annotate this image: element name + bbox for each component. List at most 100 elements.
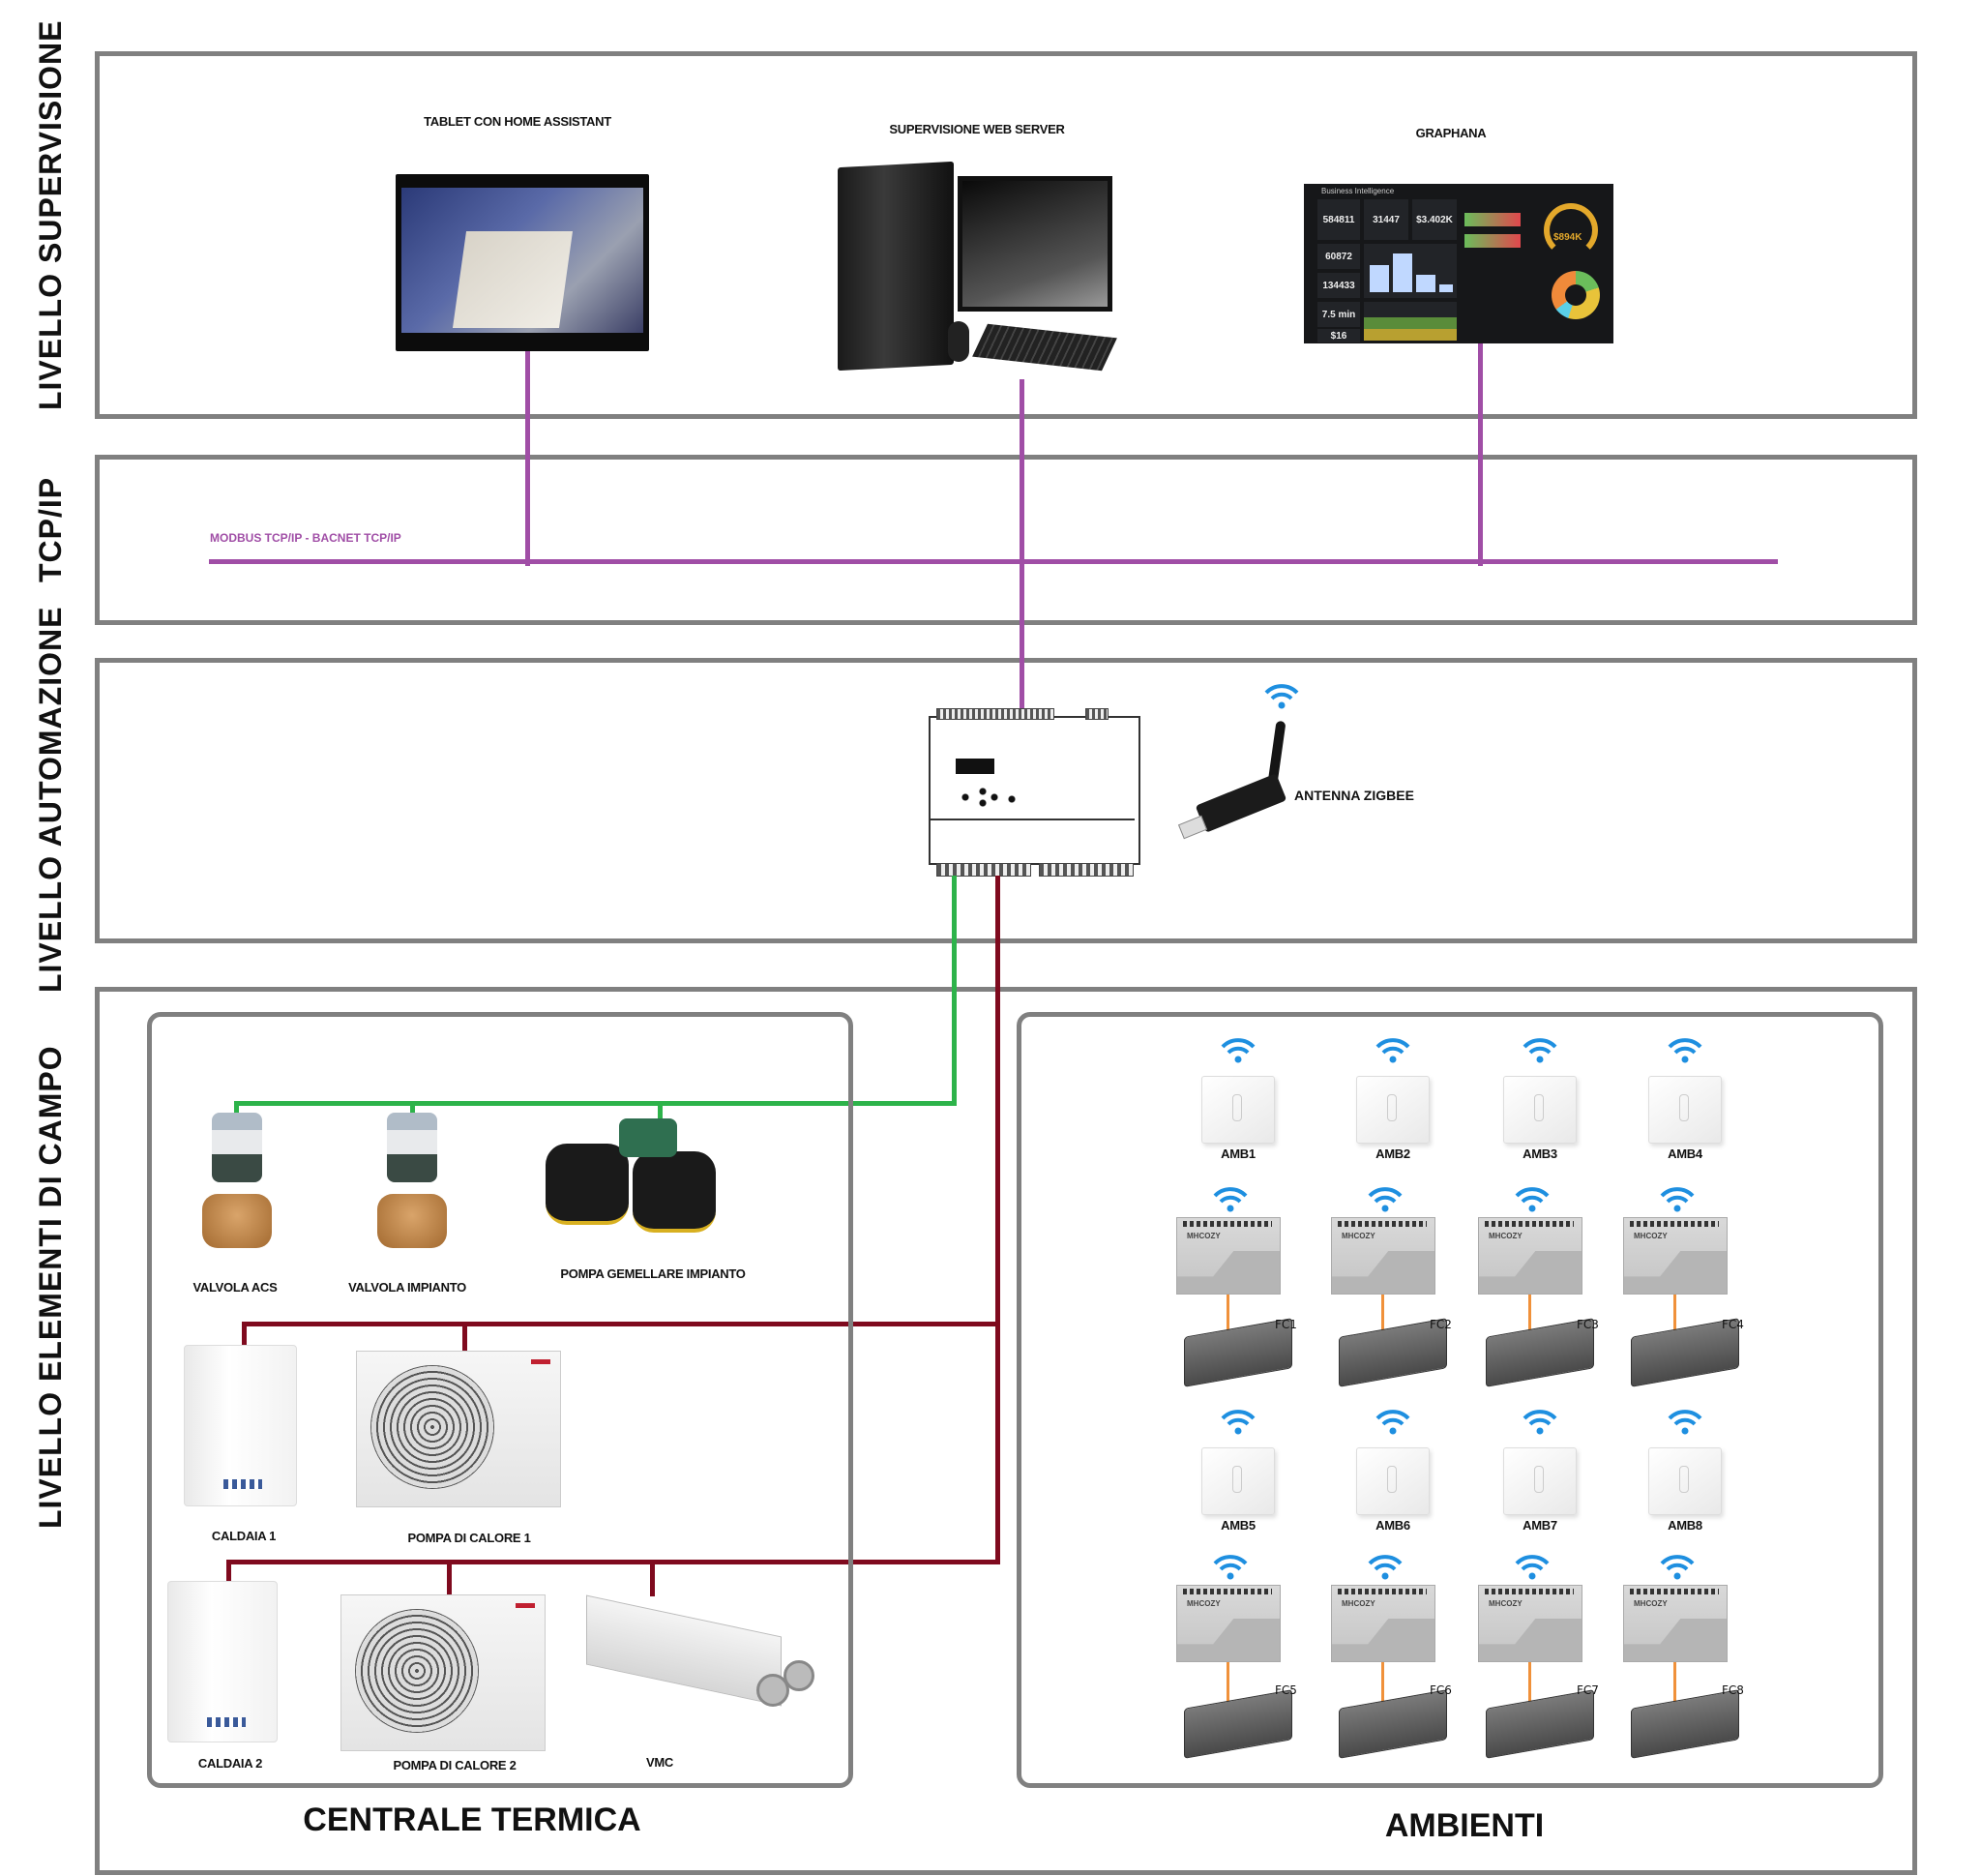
- valve-body: [202, 1194, 272, 1248]
- boiler-1[interactable]: [184, 1345, 297, 1506]
- relay-brand: MHCOZY: [1634, 1232, 1668, 1240]
- relay-terminals: [1630, 1221, 1719, 1227]
- room-sensor-label: AMB7: [1523, 1518, 1557, 1533]
- plc-controller[interactable]: [929, 708, 1140, 877]
- zigbee-antenna[interactable]: [1177, 720, 1292, 847]
- level-label-campo: LIVELLO ELEMENTI DI CAMPO: [33, 1045, 68, 1529]
- relay-panel: [1479, 1251, 1582, 1294]
- tablet-device[interactable]: [396, 174, 649, 351]
- thermometer-icon: [1232, 1094, 1242, 1121]
- maroon-drop: [447, 1560, 452, 1594]
- fancoil-label: FC4: [1722, 1318, 1744, 1331]
- bar: [1416, 275, 1435, 292]
- twin-pump[interactable]: [542, 1118, 735, 1254]
- vmc-unit[interactable]: [586, 1594, 814, 1712]
- fancoil-label: FC3: [1577, 1318, 1599, 1331]
- bar: [1393, 253, 1412, 292]
- floorplan-image: [452, 231, 574, 328]
- zigbee-relay-module[interactable]: MHCOZY: [1478, 1585, 1582, 1662]
- room-sensor[interactable]: [1201, 1447, 1275, 1515]
- vmc-body: [586, 1594, 782, 1707]
- wifi-icon: [1213, 1555, 1248, 1580]
- room-sensor[interactable]: [1503, 1076, 1577, 1144]
- brand-badge: [516, 1603, 535, 1608]
- device-label: CALDAIA 2: [197, 1756, 263, 1771]
- boiler-2[interactable]: [167, 1581, 278, 1742]
- valve-acs[interactable]: [198, 1113, 276, 1267]
- wifi-icon: [1660, 1555, 1695, 1580]
- donut-chart: [1552, 271, 1600, 319]
- device-label: VMC: [646, 1755, 673, 1770]
- valve-impianto[interactable]: [373, 1113, 451, 1267]
- grafana-label: GRAPHANA: [1415, 126, 1487, 140]
- level-label-automazione: LIVELLO AUTOMAZIONE: [33, 606, 68, 993]
- centrale-termica-title: CENTRALE TERMICA: [303, 1802, 641, 1838]
- server-pc[interactable]: [834, 157, 1153, 379]
- room-sensor[interactable]: [1201, 1076, 1275, 1144]
- bar: [1439, 284, 1453, 292]
- maroon-drop: [226, 1560, 231, 1581]
- room-sensor[interactable]: [1503, 1447, 1577, 1515]
- maroon-bus-row1: [242, 1322, 1000, 1326]
- heat-pump-2[interactable]: [340, 1594, 546, 1751]
- relay-terminals: [1485, 1221, 1574, 1227]
- maroon-bus-vertical: [995, 876, 1000, 1564]
- relay-brand: MHCOZY: [1187, 1599, 1221, 1608]
- device-label: CALDAIA 1: [211, 1529, 277, 1543]
- thermometer-icon: [1679, 1094, 1689, 1121]
- maroon-drop: [462, 1322, 467, 1351]
- room-sensor[interactable]: [1648, 1076, 1722, 1144]
- thermometer-icon: [1387, 1094, 1397, 1121]
- thermometer-icon: [1534, 1466, 1544, 1493]
- room-sensor[interactable]: [1648, 1447, 1722, 1515]
- bar: [1370, 265, 1389, 292]
- centrale-termica-frame: [147, 1012, 853, 1788]
- relay-brand: MHCOZY: [1489, 1232, 1523, 1240]
- zigbee-relay-module[interactable]: MHCOZY: [1623, 1585, 1728, 1662]
- wifi-icon: [1375, 1410, 1410, 1435]
- stat-tile: $16: [1317, 329, 1360, 342]
- wifi-icon: [1213, 1187, 1248, 1212]
- zigbee-relay-module[interactable]: MHCOZY: [1623, 1217, 1728, 1295]
- room-sensor-label: AMB6: [1375, 1518, 1410, 1533]
- gauge: [1544, 203, 1598, 257]
- actuator: [212, 1113, 262, 1182]
- room-sensor[interactable]: [1356, 1076, 1430, 1144]
- device-label: VALVOLA ACS: [192, 1280, 278, 1295]
- zigbee-relay-module[interactable]: MHCOZY: [1331, 1217, 1435, 1295]
- pump-head: [546, 1144, 629, 1225]
- revenue-bar: [1464, 213, 1521, 226]
- zigbee-relay-module[interactable]: MHCOZY: [1478, 1217, 1582, 1295]
- wifi-icon: [1523, 1038, 1557, 1063]
- grafana-dashboard[interactable]: Business Intelligence 584811 31447 $3.40…: [1304, 184, 1613, 343]
- wifi-icon: [1523, 1410, 1557, 1435]
- fancoil-label: FC1: [1275, 1318, 1297, 1331]
- zigbee-relay-module[interactable]: MHCOZY: [1176, 1585, 1281, 1662]
- level-label-tcpip: TCP/IP: [33, 476, 68, 582]
- relay-panel: [1624, 1619, 1727, 1661]
- relay-panel: [1177, 1619, 1280, 1661]
- relay-terminals: [1338, 1589, 1427, 1594]
- room-sensor-label: AMB8: [1668, 1518, 1702, 1533]
- relay-brand: MHCOZY: [1342, 1232, 1375, 1240]
- green-bus-vertical: [952, 876, 957, 1103]
- room-sensor-label: AMB5: [1221, 1518, 1256, 1533]
- maroon-drop: [242, 1322, 247, 1345]
- grafana-uplink: [1478, 343, 1483, 566]
- heat-pump-1[interactable]: [356, 1351, 561, 1507]
- room-sensor-label: AMB3: [1523, 1146, 1557, 1161]
- green-drop: [658, 1101, 663, 1120]
- thermometer-icon: [1679, 1466, 1689, 1493]
- server-label: SUPERVISIONE WEB SERVER: [889, 122, 1065, 136]
- antenna-label: ANTENNA ZIGBEE: [1294, 788, 1414, 803]
- bar-chart-panel: [1364, 244, 1457, 298]
- zigbee-relay-module[interactable]: MHCOZY: [1331, 1585, 1435, 1662]
- zigbee-relay-module[interactable]: MHCOZY: [1176, 1217, 1281, 1295]
- ambienti-frame: [1017, 1012, 1883, 1788]
- relay-terminals: [1183, 1221, 1272, 1227]
- relay-panel: [1479, 1619, 1582, 1661]
- relay-to-fancoil-wire: [1381, 1662, 1384, 1705]
- room-sensor[interactable]: [1356, 1447, 1430, 1515]
- maroon-bus-row2: [226, 1560, 1000, 1564]
- pc-mouse: [948, 321, 969, 362]
